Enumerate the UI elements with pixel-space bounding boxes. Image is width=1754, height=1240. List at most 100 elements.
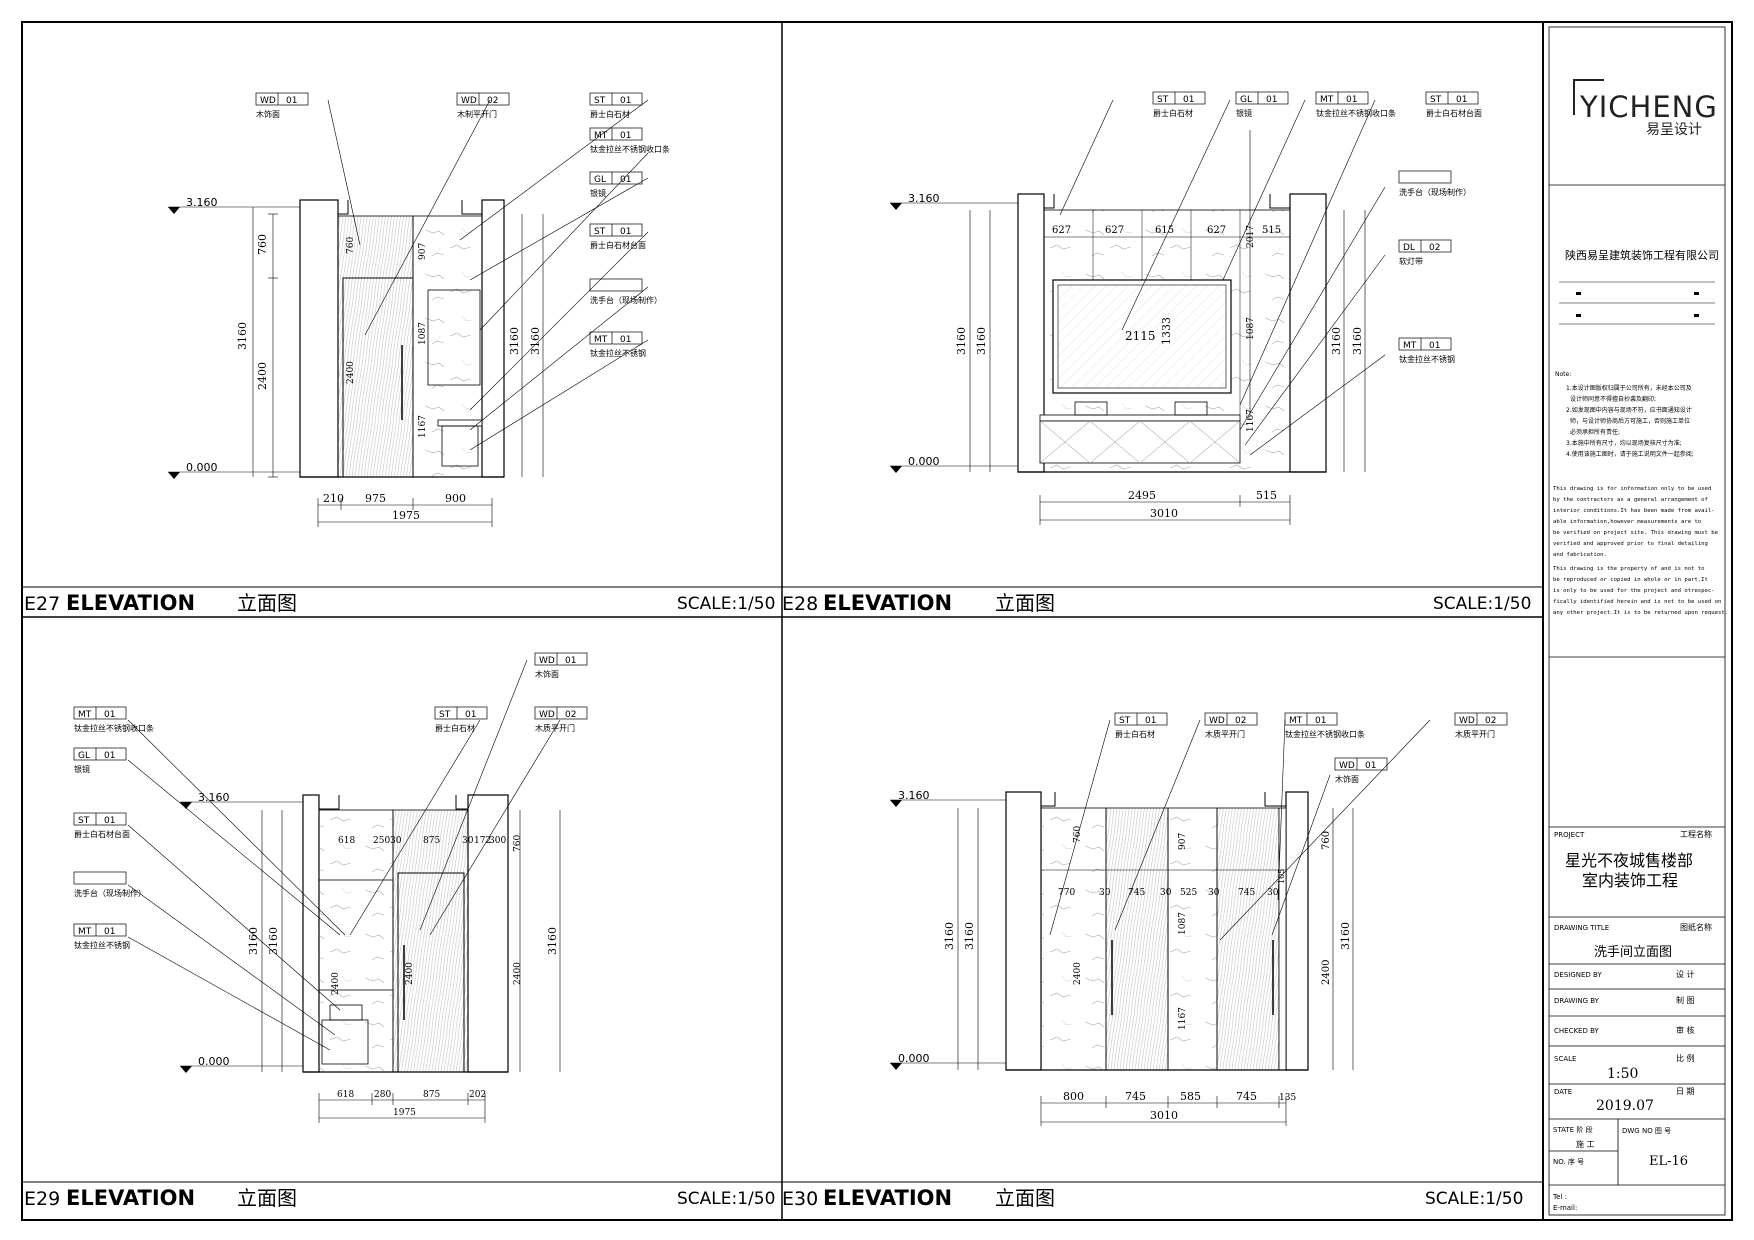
dim-label: 760 [1321, 831, 1332, 850]
tag-desc: 木饰面 [256, 109, 280, 119]
dim-label: 3160 [975, 327, 988, 355]
dimension-chain-left [261, 810, 283, 1072]
level-marker-top: 3.160 [180, 791, 303, 809]
elevation-e30: 3.160 0.000 770 30 745 30 525 30 745 30 … [890, 712, 1508, 1126]
material-tag: WD 02 木质平开门 [534, 706, 588, 733]
project-label: PROJECT [1554, 831, 1585, 839]
tag-code: WD [1459, 716, 1475, 726]
dim-label: 3160 [963, 922, 976, 950]
material-tag: GL 01 银镜 [1235, 91, 1289, 118]
elevation-e27: 3.160 0.000 760 3160 2400 760 2400 907 [168, 92, 670, 527]
tag-num: 01 [620, 96, 631, 106]
approval-marks [1559, 281, 1715, 325]
panel-scale: SCALE:1/50 [677, 1189, 775, 1209]
scale-value: 1:50 [1607, 1066, 1638, 1082]
material-tag: MT 01 钛金拉丝不锈钢收口条 [1284, 712, 1365, 739]
note-line: 1.本设计图版权归属于公司所有，未经本公司及 [1566, 384, 1692, 392]
notes-chinese: 1.本设计图版权归属于公司所有，未经本公司及 设计师同意不得擅自抄袭及翻印; 2… [1566, 384, 1694, 458]
material-tag: ST 01 爵士白石材台面 [589, 223, 646, 250]
notes-label: Note: [1555, 371, 1571, 378]
logo-bracket [1573, 79, 1604, 115]
wood-door-right [1216, 807, 1280, 1071]
material-tag: MT 01 钛金拉丝不锈钢收口条 [73, 706, 154, 733]
note-line: be verified on project site. This drawin… [1553, 530, 1719, 536]
level-value: 3.160 [908, 192, 940, 205]
tag-num: 01 [104, 751, 115, 761]
marble-wall-middle [1167, 807, 1218, 1071]
dim-label: 3160 [1330, 327, 1343, 355]
dim-label: 3160 [236, 322, 249, 350]
wall-right [1285, 791, 1309, 1071]
dim-label: 1333 [1160, 317, 1173, 345]
ceiling-recess-left [1043, 194, 1055, 209]
dim-label: 105 [1277, 869, 1286, 884]
tag-code: ST [594, 96, 606, 106]
tag-num: 01 [1456, 95, 1467, 105]
dim-label: 770 [1058, 888, 1075, 898]
dim-label: 3160 [955, 327, 968, 355]
dim-label: 875 [423, 1090, 440, 1100]
mirror [427, 289, 481, 386]
logo-subtext: 易呈设计 [1646, 122, 1702, 138]
tag-num: 01 [1315, 716, 1326, 726]
tag-desc: 钛金拉丝不锈钢收口条 [590, 144, 670, 154]
tag-code: ST [1430, 95, 1442, 105]
leader-lines [127, 659, 561, 1051]
dim-label: 1167 [1178, 1007, 1188, 1030]
tag-desc: 爵士白石材 [590, 109, 630, 119]
dim-label: 2400 [1073, 962, 1083, 985]
dim-label: 515 [1262, 225, 1281, 236]
dimension-chain-right [521, 214, 544, 477]
tag-code: WD [461, 96, 477, 106]
tag-num: 01 [620, 175, 631, 185]
tag-desc: 银镜 [590, 188, 606, 198]
tag-num: 01 [620, 227, 631, 237]
dim-label: 2495 [1128, 489, 1156, 502]
drawing-by-label: DRAWING BY [1554, 997, 1600, 1005]
panel-scale: SCALE:1/50 [1433, 594, 1531, 614]
panel-title-cn: 立面图 [995, 1186, 1055, 1210]
tag-code: MT [1403, 341, 1417, 351]
tag-desc: 爵士白石材 [1115, 729, 1155, 739]
tag-desc: 银镜 [74, 764, 90, 774]
dimension-chain-right [1332, 808, 1354, 1070]
dim-label: 210 [323, 492, 344, 505]
vanity-cabinet [321, 1019, 369, 1065]
dim-label: 1087 [418, 322, 428, 345]
logo-text: YICHENG [1579, 90, 1718, 124]
tag-desc: 木制平开门 [457, 109, 497, 119]
tag-num: 02 [565, 710, 576, 720]
ceiling-recess-right [1269, 194, 1291, 209]
tag-num: 01 [1365, 761, 1376, 771]
wall-left [299, 199, 339, 478]
panel-title-e30: E30 ELEVATION 立面图 SCALE:1/50 [782, 1186, 1523, 1210]
level-marker-top: 3.160 [168, 196, 300, 214]
panel-code: E28 [782, 593, 818, 615]
dimension-chain-left [957, 808, 979, 1070]
tag-desc: 钛金拉丝不锈钢收口条 [74, 723, 154, 733]
scale-label-cn: 比 例 [1676, 1053, 1695, 1063]
ceiling-recess-right [455, 795, 469, 810]
dim-label: 760 [346, 237, 356, 254]
dim-label: 875 [423, 836, 440, 846]
material-tag: WD 01 木饰面 [1334, 757, 1388, 784]
title-block: YICHENG 易呈设计 陕西易呈建筑装饰工程有限公司 Note: 1.本设计图… [1548, 26, 1728, 1216]
material-tag: WD 02 木制平开门 [456, 92, 510, 119]
tag-num: 02 [1429, 243, 1440, 253]
tag-desc: 洗手台（现场制作） [74, 888, 146, 898]
dim-label: 3160 [247, 927, 260, 955]
dim-label: 3160 [267, 927, 280, 955]
email-label: E-mail: [1553, 1204, 1577, 1212]
vanity-cabinet [1039, 420, 1241, 464]
project-label-cn: 工程名称 [1680, 829, 1712, 839]
dim-label: 615 [1155, 225, 1174, 236]
tag-num: 01 [1346, 95, 1357, 105]
logo: YICHENG 易呈设计 [1573, 79, 1718, 138]
dim-label: 30 [1160, 888, 1172, 898]
dwg-value: EL-16 [1649, 1154, 1688, 1169]
tag-desc: 洗手台（现场制作） [590, 295, 662, 305]
material-tag: MT 01 钛金拉丝不锈钢 [1398, 337, 1455, 364]
tag-code: WD [539, 656, 555, 666]
wall-left [1005, 791, 1042, 1071]
vanity-top [1039, 414, 1241, 422]
